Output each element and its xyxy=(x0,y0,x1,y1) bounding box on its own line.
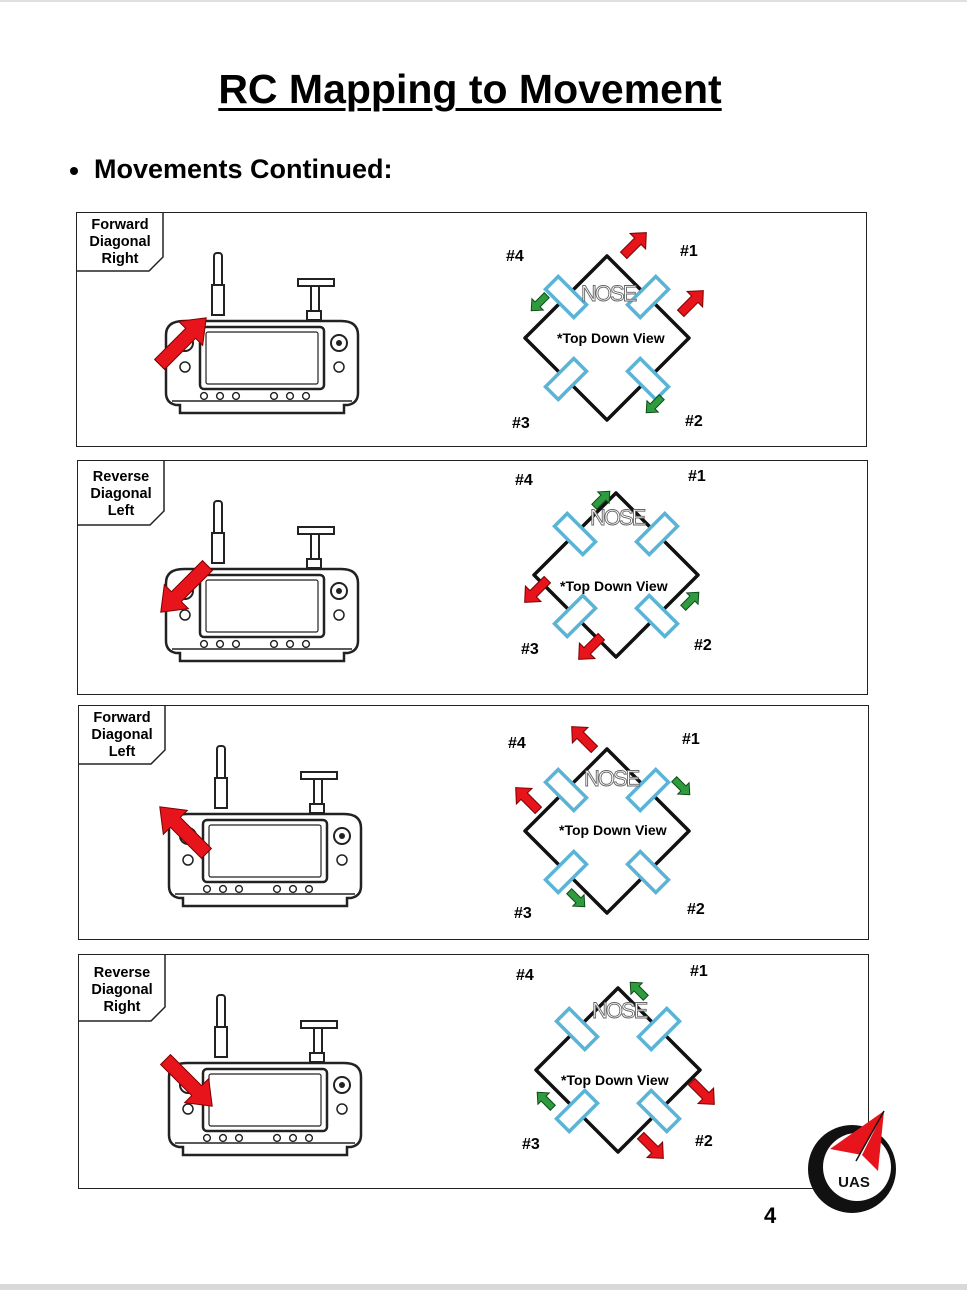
panel-tab-border xyxy=(79,706,166,765)
movement-label: Forward Diagonal Left xyxy=(79,706,165,764)
movement-label-line-2: Diagonal xyxy=(90,486,152,502)
movement-label-line-1: Forward xyxy=(93,710,151,726)
movement-label: Reverse Diagonal Right xyxy=(79,961,165,1019)
nose-label: NOSE xyxy=(592,998,648,1023)
motor-4-label: #4 xyxy=(508,735,526,752)
movement-panel-reverse-diagonal-left: Reverse Diagonal Left #4 #1 #3 #2 NOSE *… xyxy=(77,460,868,695)
top-down-view-label: *Top Down View xyxy=(560,578,668,594)
motor-3-label: #3 xyxy=(514,905,532,922)
motor-2-label: #2 xyxy=(687,901,705,918)
motor-2-label: #2 xyxy=(694,637,712,654)
motor-1-label: #1 xyxy=(688,468,706,485)
motor-4-label: #4 xyxy=(506,248,524,265)
motor-1-label: #1 xyxy=(690,963,708,980)
panel-labels: #4 #1 #3 #2 NOSE *Top Down View xyxy=(515,468,712,658)
uas-logo: UAS xyxy=(808,1110,896,1213)
movement-label-line-2: Diagonal xyxy=(91,727,153,743)
movement-label-line-2: Diagonal xyxy=(91,982,153,998)
logo-text: UAS xyxy=(838,1174,870,1191)
nose-label: NOSE xyxy=(584,766,640,791)
top-down-view-label: *Top Down View xyxy=(561,1072,669,1088)
page-bottom-edge xyxy=(0,1284,967,1290)
movement-label-line-1: Reverse xyxy=(92,469,150,485)
panel-illustration xyxy=(77,213,712,422)
movement-label: Reverse Diagonal Left xyxy=(78,465,164,523)
page-title: RC Mapping to Movement xyxy=(218,66,722,112)
motor-2-label: #2 xyxy=(685,413,703,430)
movement-label-line-2: Diagonal xyxy=(89,234,151,250)
movement-label-line-1: Reverse xyxy=(93,965,151,981)
movement-label-line-3: Right xyxy=(103,999,141,1015)
movement-panel-forward-diagonal-right: Forward Diagonal Right #4 #1 #3 #2 NOSE … xyxy=(76,212,867,447)
top-down-view-label: *Top Down View xyxy=(557,330,665,346)
page-top-edge xyxy=(0,0,967,2)
section-heading-text: Movements Continued: xyxy=(94,154,393,184)
motor-4-label: #4 xyxy=(515,472,533,489)
motor-3-label: #3 xyxy=(521,641,539,658)
bullet-icon xyxy=(70,166,78,175)
panel-tab-border xyxy=(79,955,166,1022)
movement-panel-reverse-diagonal-right: Reverse Diagonal Right #4 #1 #3 #2 NOSE … xyxy=(78,954,869,1189)
motor-4-label: #4 xyxy=(516,967,534,984)
nose-label: NOSE xyxy=(590,505,646,530)
panel-tab-border xyxy=(78,461,165,526)
panel-illustration xyxy=(79,706,696,915)
panel-illustration xyxy=(79,955,723,1167)
motor-3-label: #3 xyxy=(522,1136,540,1153)
motor-1-label: #1 xyxy=(680,243,698,260)
page-number: 4 xyxy=(764,1203,777,1228)
motor-1-label: #1 xyxy=(682,731,700,748)
movement-panel-forward-diagonal-left: Forward Diagonal Left #4 #1 #3 #2 NOSE *… xyxy=(78,705,869,940)
movement-label-line-3: Right xyxy=(101,251,139,267)
movement-label-line-3: Left xyxy=(108,744,136,760)
panel-labels: #4 #1 #3 #2 NOSE *Top Down View xyxy=(516,963,713,1153)
top-down-view-label: *Top Down View xyxy=(559,822,667,838)
panel-labels: #4 #1 #3 #2 NOSE *Top Down View xyxy=(506,243,703,432)
movement-label: Forward Diagonal Right xyxy=(77,213,163,271)
motor-2-label: #2 xyxy=(695,1133,713,1150)
movement-label-line-1: Forward xyxy=(91,217,149,233)
panel-illustration xyxy=(78,461,705,668)
panel-labels: #4 #1 #3 #2 NOSE *Top Down View xyxy=(508,731,705,922)
motor-3-label: #3 xyxy=(512,415,530,432)
section-heading: Movements Continued: xyxy=(70,154,393,185)
movement-label-line-3: Left xyxy=(107,503,135,519)
panel-tab-border xyxy=(77,213,164,272)
nose-label: NOSE xyxy=(581,281,637,306)
